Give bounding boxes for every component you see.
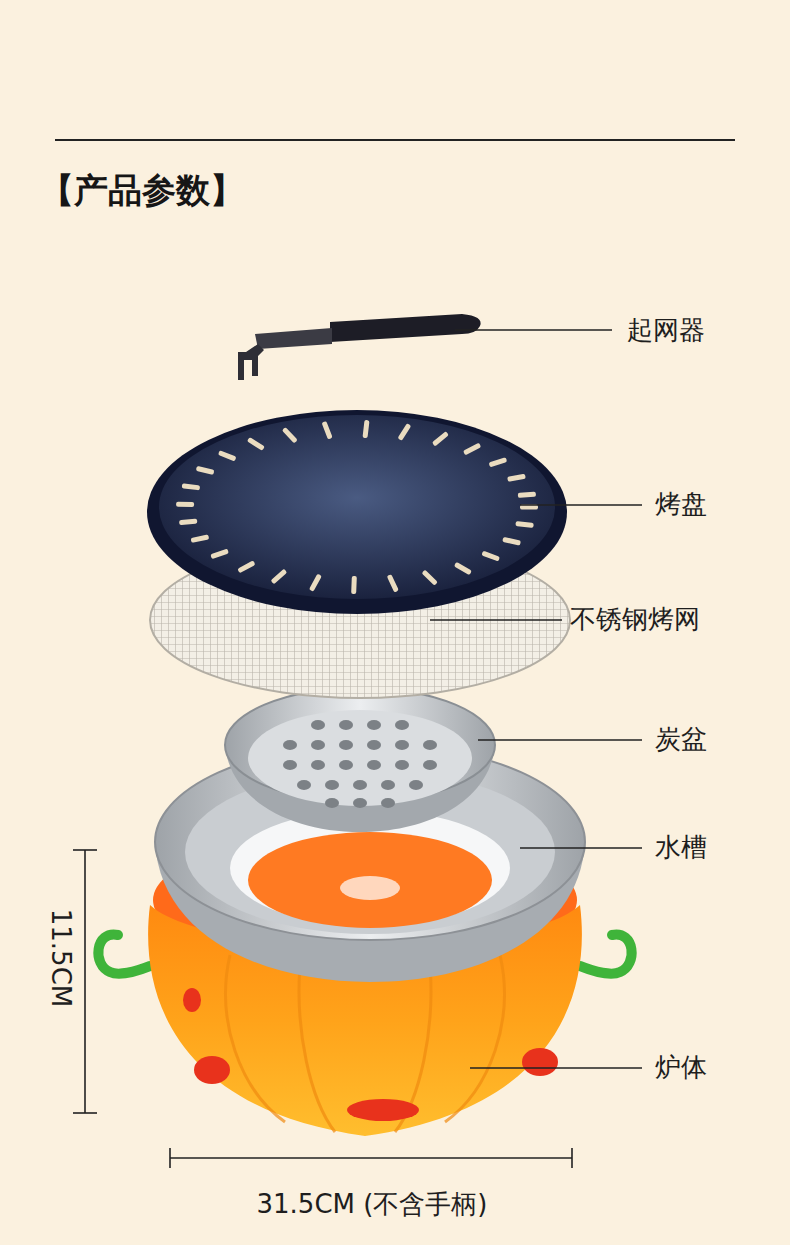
plate-slot bbox=[196, 466, 215, 475]
pan-hole bbox=[409, 780, 423, 790]
illustration-part bbox=[340, 876, 400, 900]
pan-hole bbox=[423, 740, 437, 750]
illustration-part bbox=[347, 1099, 419, 1121]
plate-slot bbox=[481, 551, 500, 562]
pan-hole bbox=[325, 798, 339, 808]
page-title: 【产品参数】 bbox=[40, 170, 244, 211]
plate-slot bbox=[518, 492, 536, 498]
pan-hole bbox=[339, 760, 353, 770]
illustration-part bbox=[580, 935, 632, 974]
illustration-part bbox=[73, 1112, 97, 1114]
plate-slot bbox=[507, 474, 526, 482]
illustration-part bbox=[283, 720, 437, 808]
plate-slot bbox=[362, 420, 369, 438]
pan-hole bbox=[367, 720, 381, 730]
plate-slot bbox=[179, 519, 197, 526]
illustration-part bbox=[470, 1067, 642, 1069]
illustration-part bbox=[169, 1148, 171, 1168]
illustration-part bbox=[238, 344, 264, 380]
illustration-part bbox=[176, 420, 538, 594]
illustration-part bbox=[147, 410, 567, 614]
illustration-part bbox=[522, 1048, 558, 1076]
plate-slot bbox=[463, 443, 481, 456]
plate-slot bbox=[282, 427, 298, 444]
illustration-part bbox=[98, 935, 150, 974]
plate-slot bbox=[309, 574, 322, 592]
pan-hole bbox=[367, 740, 381, 750]
plate-slot bbox=[489, 457, 508, 467]
pan-hole bbox=[353, 798, 367, 808]
plate-slot bbox=[271, 569, 288, 585]
grill-plate bbox=[147, 410, 567, 614]
plate-slot bbox=[182, 483, 200, 490]
dimension-label: 31.5CM (不含手柄) bbox=[256, 1189, 487, 1220]
illustration-part bbox=[255, 328, 332, 349]
part-label: 水槽 bbox=[655, 832, 707, 863]
grill-lifter bbox=[238, 314, 481, 380]
pan-hole bbox=[353, 780, 367, 790]
part-label: 炭盆 bbox=[655, 724, 707, 755]
plate-slot bbox=[422, 570, 438, 586]
illustration-part bbox=[170, 1157, 572, 1159]
plate-slot bbox=[218, 450, 237, 461]
pan-hole bbox=[283, 740, 297, 750]
part-label: 不锈钢烤网 bbox=[570, 604, 700, 635]
plate-slot bbox=[322, 421, 333, 440]
dimension-lines bbox=[73, 850, 572, 1168]
plate-slot bbox=[502, 537, 521, 546]
illustration-part bbox=[520, 504, 642, 506]
illustration-part bbox=[194, 1056, 230, 1084]
pan-hole bbox=[367, 760, 381, 770]
top-rule bbox=[55, 139, 735, 141]
pan-hole bbox=[395, 740, 409, 750]
part-label: 炉体 bbox=[655, 1052, 707, 1083]
pan-hole bbox=[283, 760, 297, 770]
pan-hole bbox=[325, 780, 339, 790]
pan-hole bbox=[297, 780, 311, 790]
plate-slot bbox=[351, 576, 357, 594]
plate-slot bbox=[432, 431, 449, 446]
pan-hole bbox=[395, 720, 409, 730]
plate-slot bbox=[387, 574, 399, 592]
dimension-label: 11.5CM bbox=[44, 909, 75, 1007]
pan-hole bbox=[339, 720, 353, 730]
illustration-part bbox=[478, 739, 642, 741]
plate-slot bbox=[515, 521, 533, 528]
pan-hole bbox=[311, 720, 325, 730]
plate-slot bbox=[237, 560, 255, 573]
illustration-part bbox=[430, 619, 562, 621]
illustration-part bbox=[571, 1148, 573, 1168]
part-label: 起网器 bbox=[627, 315, 705, 346]
plate-slot bbox=[210, 549, 229, 560]
pan-hole bbox=[381, 798, 395, 808]
illustration-part bbox=[455, 329, 612, 331]
pan-hole bbox=[311, 760, 325, 770]
illustration-part bbox=[248, 832, 492, 928]
plate-slot bbox=[191, 534, 210, 542]
illustration-part bbox=[520, 847, 642, 849]
part-label: 烤盘 bbox=[655, 489, 707, 520]
illustration-part bbox=[248, 710, 472, 806]
pan-hole bbox=[423, 760, 437, 770]
plate-slot bbox=[454, 562, 472, 575]
plate-slot bbox=[176, 502, 194, 507]
illustration-part bbox=[73, 849, 97, 851]
illustration-part bbox=[183, 988, 201, 1012]
pan-hole bbox=[311, 740, 325, 750]
leader-lines bbox=[430, 330, 642, 1068]
illustration-part bbox=[84, 850, 86, 1113]
pan-hole bbox=[395, 760, 409, 770]
pan-hole bbox=[339, 740, 353, 750]
pan-hole bbox=[381, 780, 395, 790]
plate-slot bbox=[397, 423, 411, 441]
charcoal-pan bbox=[225, 688, 495, 832]
illustration-part bbox=[159, 415, 555, 599]
illustration-part bbox=[330, 314, 481, 342]
plate-slot bbox=[247, 437, 265, 451]
